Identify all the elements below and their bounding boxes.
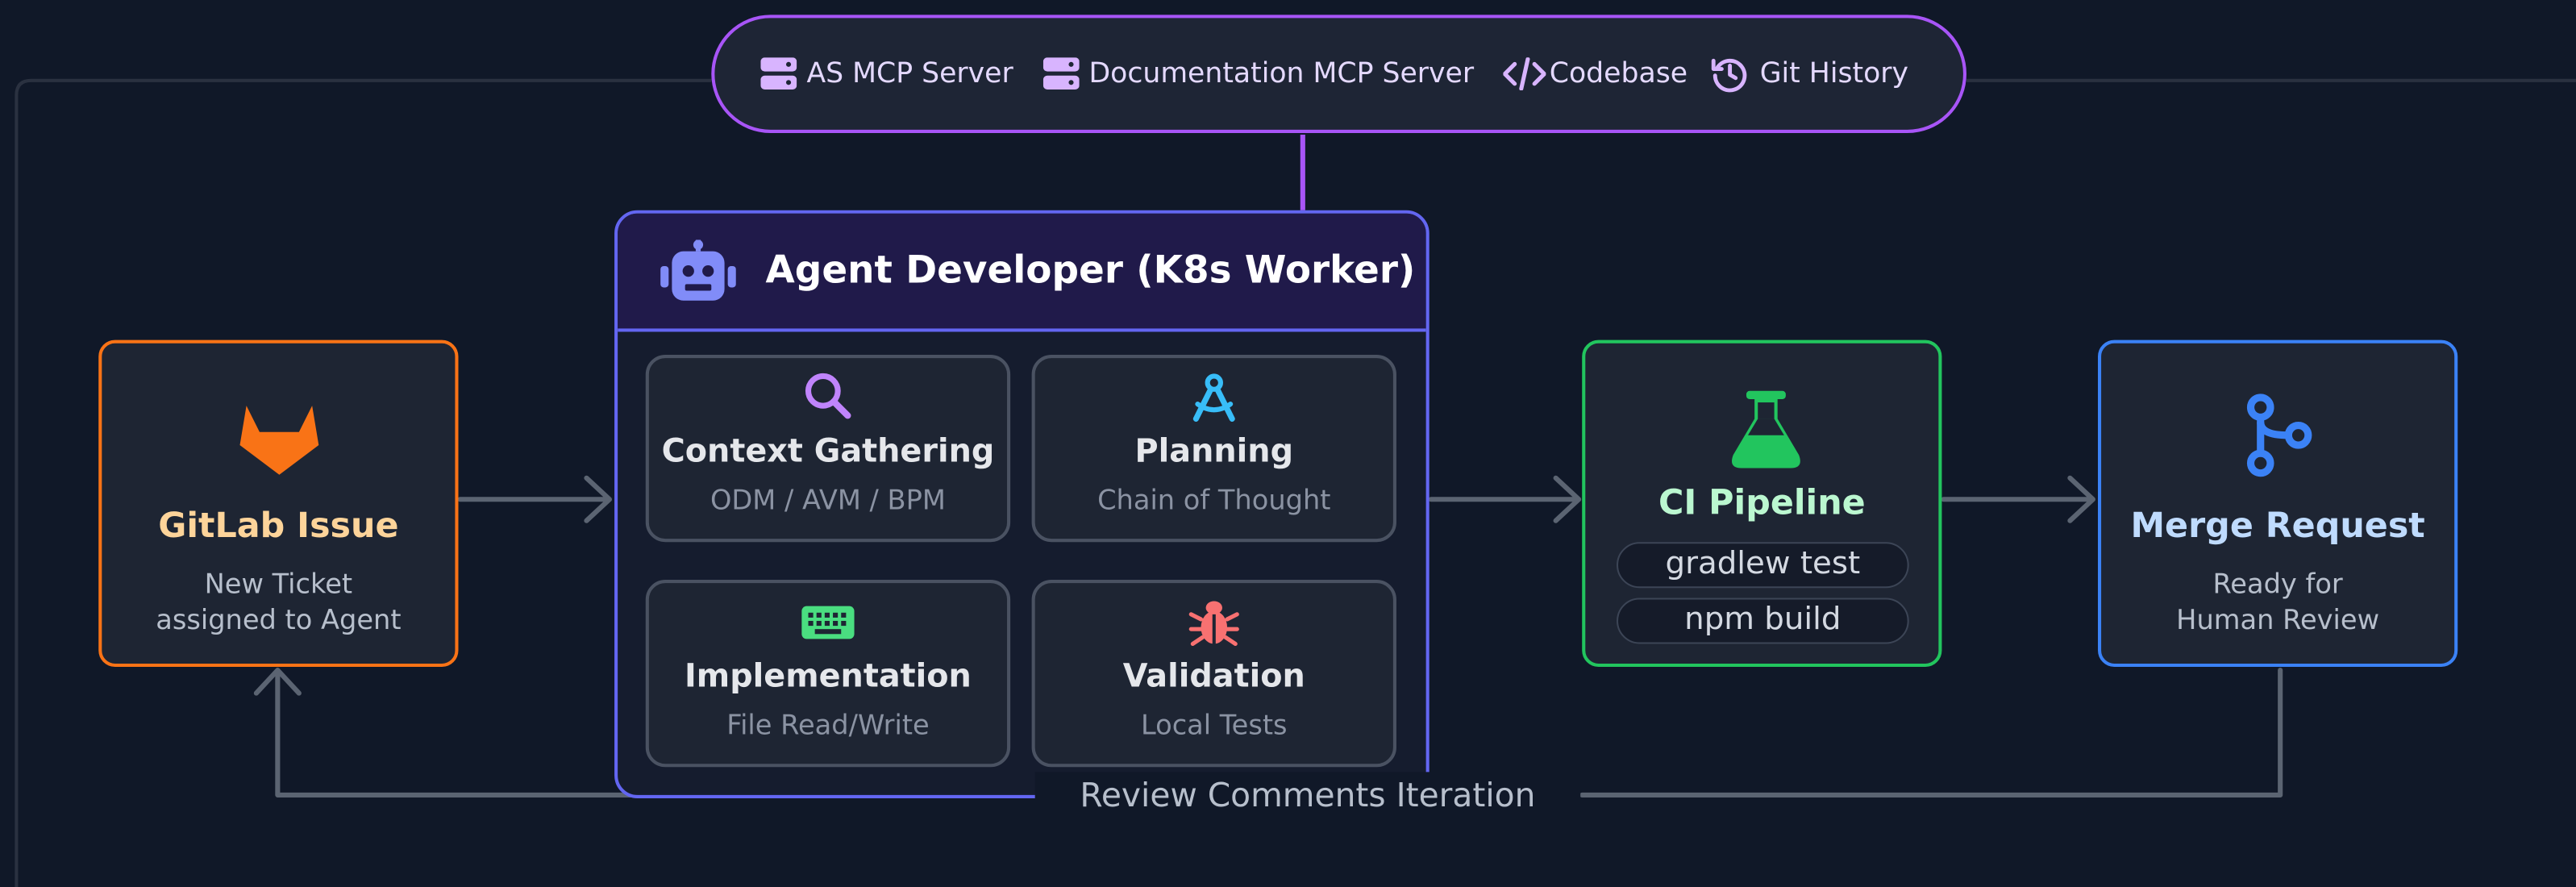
tools-bar: AS MCP Server Documentation MCP Server C… [711,15,1967,133]
arrow-agent-to-ci [1428,475,1582,523]
issue-line-2: assigned to Agent [156,604,402,636]
robot-icon [660,239,736,301]
bug-icon [1188,601,1239,647]
history-icon [1712,58,1747,93]
flask-icon [1732,390,1800,468]
tool-git-history[interactable]: Git History [1711,54,1908,94]
arrow-issue-to-agent [457,475,613,523]
issue-title: GitLab Issue [158,506,399,546]
gitlab-icon [239,406,319,475]
keyboard-icon [801,606,855,639]
step-title: Context Gathering [661,431,995,470]
step-subtitle: Local Tests [1140,709,1288,741]
step-title: Validation [1122,656,1305,695]
outer-frame-line [15,78,712,887]
tool-as-mcp-server[interactable]: AS MCP Server [760,57,1013,90]
agent-developer-panel: Agent Developer (K8s Worker) Context Gat… [614,210,1429,798]
gitlab-issue-card[interactable]: GitLab Issue New Ticket assigned to Agen… [98,339,459,668]
ci-pipeline-card[interactable]: CI Pipeline gradlew test npm build [1582,339,1942,668]
server-icon [1042,57,1080,90]
mr-subtitle: Ready for Human Review [2101,567,2454,639]
arrow-ci-to-mr [1941,475,2095,523]
agent-title: Agent Developer (K8s Worker) [765,249,1416,293]
code-icon [1503,57,1546,91]
server-icon [760,57,797,90]
step-validation[interactable]: Validation Local Tests [1031,580,1396,768]
step-subtitle: Chain of Thought [1097,484,1331,516]
tool-label: Git History [1759,57,1909,91]
mr-line-2: Human Review [2176,604,2380,636]
tool-label: Codebase [1549,57,1688,91]
tool-label: Documentation MCP Server [1088,57,1475,91]
mr-title: Merge Request [2130,506,2425,546]
merge-request-card[interactable]: Merge Request Ready for Human Review [2098,339,2458,668]
step-title: Implementation [685,656,972,695]
branch-icon [2246,394,2312,477]
tool-codebase[interactable]: Codebase [1503,57,1688,91]
issue-line-1: New Ticket [204,568,353,600]
ci-command-pill: gradlew test [1616,542,1909,589]
step-subtitle: ODM / AVM / BPM [710,484,946,516]
magnifier-icon [805,373,851,419]
step-context-gathering[interactable]: Context Gathering ODM / AVM / BPM [645,354,1011,543]
tool-documentation-mcp-server[interactable]: Documentation MCP Server [1042,57,1474,90]
tool-label: AS MCP Server [806,57,1013,91]
step-title: Planning [1134,431,1294,470]
review-loop-label: Review Comments Iteration [1034,772,1581,818]
agent-header: Agent Developer (K8s Worker) [618,213,1426,332]
issue-subtitle: New Ticket assigned to Agent [102,567,455,639]
mr-line-1: Ready for [2212,568,2343,600]
ci-title: CI Pipeline [1658,482,1866,523]
step-implementation[interactable]: Implementation File Read/Write [645,580,1011,768]
compass-icon [1192,373,1235,422]
ci-command-pill: npm build [1616,598,1909,644]
step-subtitle: File Read/Write [726,709,930,741]
step-planning[interactable]: Planning Chain of Thought [1031,354,1396,543]
